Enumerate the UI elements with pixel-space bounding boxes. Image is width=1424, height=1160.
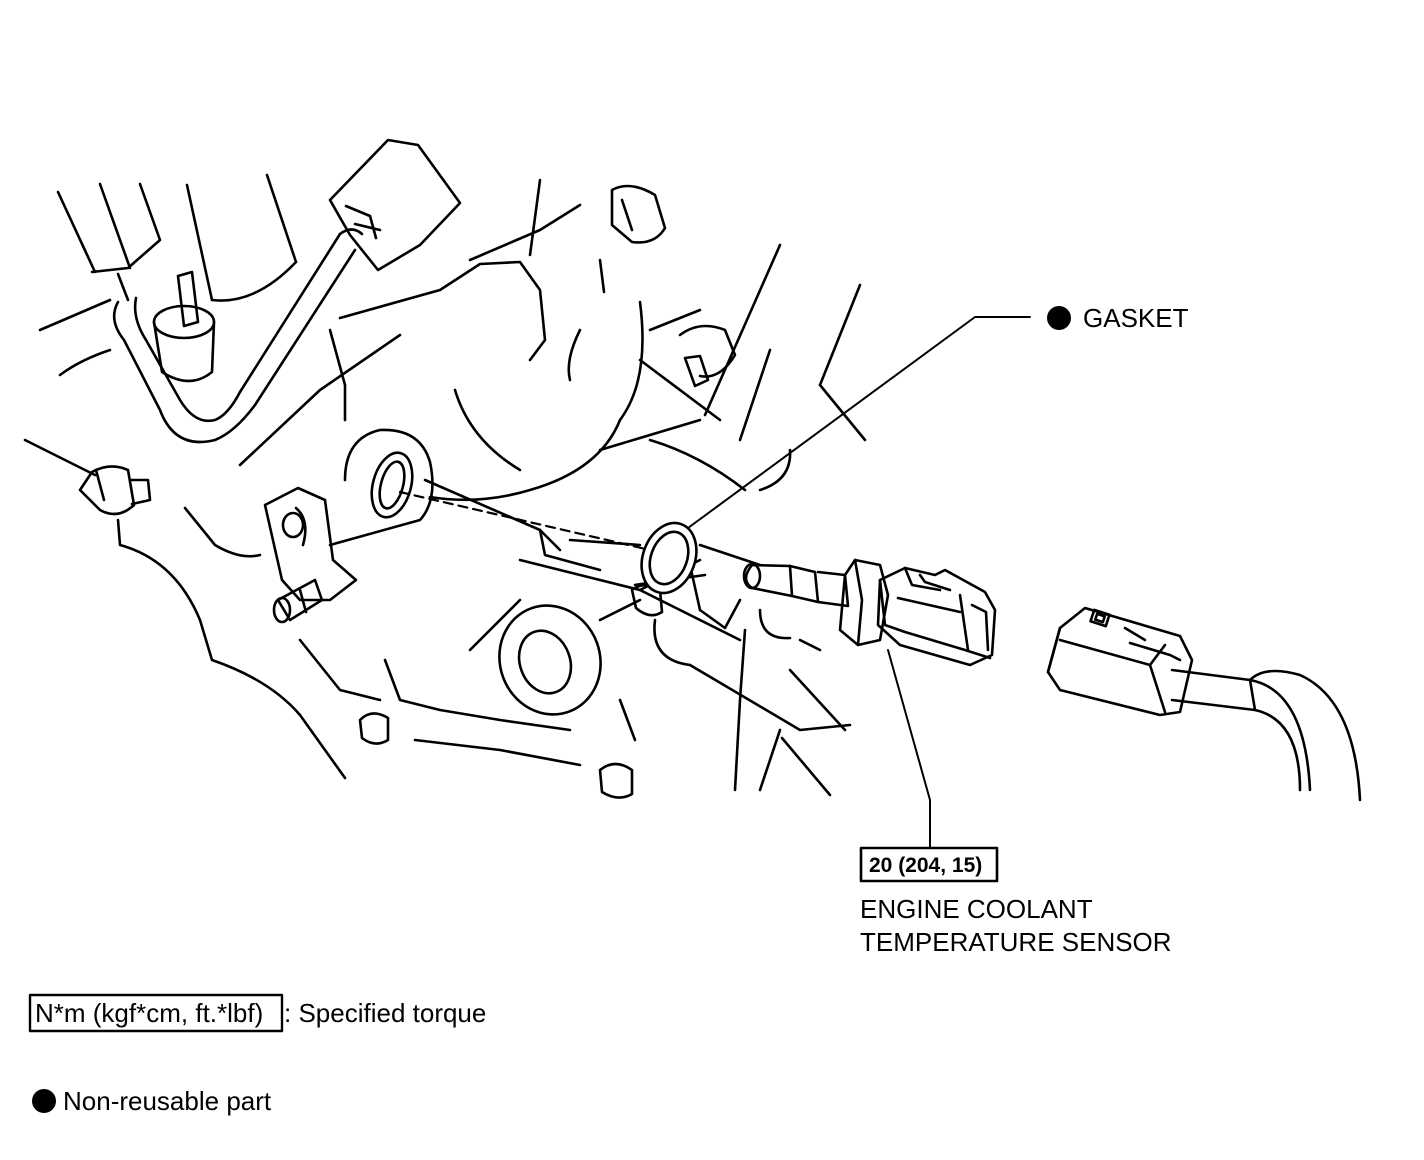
legend-torque-box (28, 993, 284, 1033)
gasket-leader-line (687, 316, 1031, 529)
legend-non-reusable-dot (32, 1089, 56, 1113)
harness-connector-part (1046, 606, 1362, 802)
torque-callout-value: 20 (204, 15) (869, 854, 982, 877)
legend-non-reusable-text: Non-reusable part (63, 1086, 272, 1116)
alignment-dashed-line (398, 490, 652, 552)
coolant-sensor-part (742, 558, 997, 667)
gasket-label: GASKET (1083, 303, 1189, 333)
engine-housing-illustration (23, 138, 867, 799)
torque-callout-box (859, 846, 999, 883)
sensor-leader-line (887, 649, 931, 849)
legend-torque-desc: : Specified torque (284, 998, 486, 1028)
sensor-label-line2: TEMPERATURE SENSOR (860, 927, 1172, 957)
gasket-part (640, 521, 698, 595)
gasket-non-reusable-dot (1047, 306, 1071, 330)
legend-torque-units: N*m (kgf*cm, ft.*lbf) (35, 998, 263, 1028)
sensor-label-line1: ENGINE COOLANT (860, 894, 1093, 924)
legend: N*m (kgf*cm, ft.*lbf) : Specified torque… (28, 993, 486, 1116)
